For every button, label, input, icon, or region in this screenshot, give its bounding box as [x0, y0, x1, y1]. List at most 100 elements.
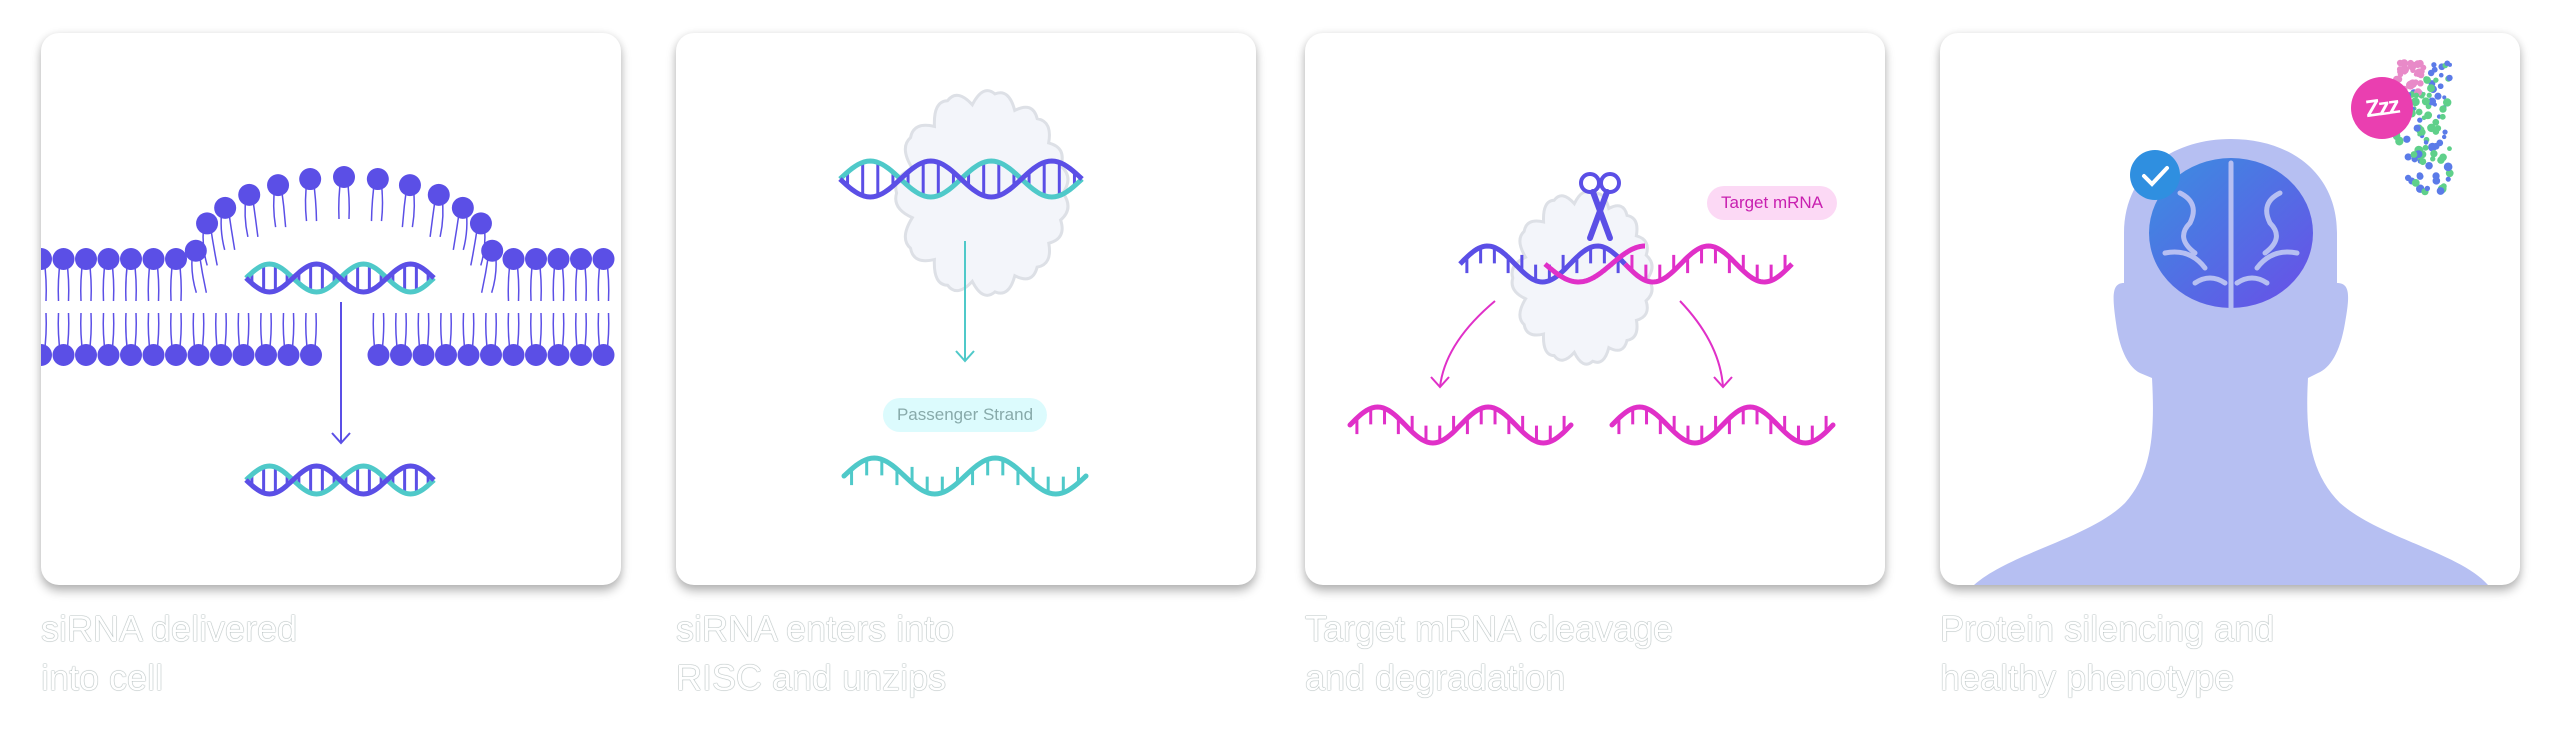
protein-atom: [2431, 143, 2438, 149]
caption-line: Target mRNA cleavage: [1305, 608, 1674, 649]
lipid-head: [255, 344, 277, 366]
lipid-head: [480, 344, 502, 366]
lipid-head: [267, 174, 290, 197]
mrna-strand: [1623, 243, 1794, 285]
cleavage-arrow-right-head: [1713, 376, 1733, 389]
protein-atom: [2431, 62, 2437, 68]
lipid-head: [120, 248, 142, 270]
protein-atom: [2441, 134, 2447, 140]
target-mrna-label: Target mRNA: [1706, 186, 1838, 220]
protein-atom: [2410, 67, 2416, 74]
protein-structure-icon: [2391, 59, 2454, 196]
lipid-head: [366, 168, 389, 191]
lipid-head: [52, 248, 75, 270]
cleavage-arrow-left-head: [1430, 376, 1450, 389]
lipid-head: [277, 344, 300, 366]
protein-atom: [2417, 117, 2423, 123]
sleep-badge-icon: [2351, 77, 2413, 139]
membrane-illustration: [41, 166, 615, 497]
mrna-strand: [1543, 243, 1645, 285]
lipid-head: [232, 344, 255, 366]
protein-atom: [2428, 97, 2437, 106]
protein-atom: [2430, 156, 2436, 162]
protein-atom: [2439, 105, 2447, 113]
protein-atom: [2434, 92, 2442, 100]
protein-atom: [2445, 169, 2454, 178]
cleavage-arrow-right: [1679, 300, 1724, 388]
lipid-head: [469, 212, 492, 235]
protein-atom: [2433, 77, 2439, 83]
lipid-head: [525, 344, 547, 366]
protein-atom: [2418, 173, 2423, 178]
protein-atom: [2439, 153, 2447, 162]
lipid-head: [481, 239, 504, 262]
lipid-head: [502, 344, 525, 366]
lipid-head: [299, 168, 322, 191]
head-silhouette: [1974, 139, 2488, 585]
lipid-head: [196, 212, 219, 235]
protein-atom: [2427, 84, 2435, 93]
lipid-head: [238, 183, 261, 206]
lipid-head: [570, 344, 592, 366]
lipid-head: [333, 166, 355, 188]
protein-atom: [2395, 137, 2404, 146]
lipid-head: [210, 344, 232, 366]
protein-atom: [2442, 95, 2447, 100]
protein-atom: [2447, 146, 2452, 152]
protein-atom: [2413, 71, 2419, 77]
lipid-head: [120, 344, 142, 366]
protein-atom: [2443, 98, 2452, 107]
check-badge-icon: [2130, 150, 2180, 200]
lipid-head: [390, 344, 412, 366]
protein-atom: [2419, 158, 2427, 166]
lipid-head: [97, 248, 120, 270]
lipid-head: [398, 174, 421, 197]
scissors-icon-ring: [1599, 172, 1621, 194]
protein-atom: [2423, 76, 2430, 83]
delivery-arrow-head: [331, 432, 351, 445]
lipid-head: [592, 248, 615, 270]
cleavage-illustration: [1347, 172, 1836, 446]
step-caption-delivery: siRNA delivered into cell: [41, 604, 641, 702]
risc-complex: [1510, 190, 1654, 366]
protein-atom: [2436, 139, 2444, 147]
lipid-head: [214, 196, 237, 219]
protein-atom: [2421, 115, 2427, 121]
caption-line: and degradation: [1305, 657, 1566, 698]
lipid-head: [525, 248, 547, 270]
caption-line: RISC and unzips: [676, 657, 947, 698]
lipid-head: [367, 344, 390, 366]
step-card-delivery: [41, 33, 621, 585]
lipid-head: [592, 344, 615, 366]
rna-strand: [841, 455, 1089, 497]
protein-atom: [2436, 187, 2445, 195]
protein-atom: [2442, 129, 2448, 135]
protein-atom: [2404, 153, 2412, 161]
rna-strand: [1609, 404, 1836, 446]
strand: [244, 463, 436, 497]
lipid-head: [451, 196, 474, 219]
protein-atom: [2445, 176, 2451, 182]
caption-line: into cell: [41, 657, 164, 698]
step-card-risc: Passenger Strand: [676, 33, 1256, 585]
guide-strand: [1458, 243, 1627, 285]
lipid-head: [97, 344, 120, 366]
caption-line: siRNA delivered: [41, 608, 298, 649]
protein-atom: [2412, 79, 2419, 86]
caption-line: Protein silencing and: [1940, 608, 2275, 649]
protein-atom: [2422, 144, 2429, 151]
protein-atom: [2407, 59, 2414, 67]
protein-atom: [2421, 97, 2430, 106]
scissors-icon-ring: [1579, 172, 1601, 194]
protein-atom: [2400, 59, 2409, 68]
protein-atom: [2424, 185, 2431, 192]
strand: [838, 158, 1084, 200]
step-caption-cleavage: Target mRNA cleavage and degradation: [1305, 604, 1905, 702]
head-illustration: [1974, 59, 2488, 585]
protein-atom: [2430, 150, 2438, 158]
lipid-head: [75, 248, 97, 270]
step-card-cleavage: Target mRNA: [1305, 33, 1885, 585]
lipid-head: [457, 344, 480, 366]
lipid-head: [165, 248, 187, 270]
brain-icon: [2149, 158, 2313, 311]
